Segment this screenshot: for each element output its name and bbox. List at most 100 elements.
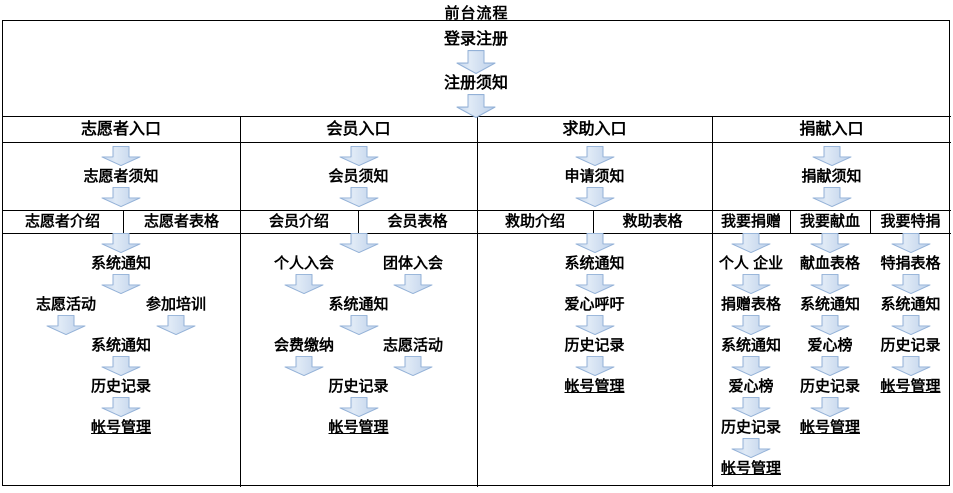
tab-rescue-form: 救助表格 [622,213,683,230]
down-arrow-icon [810,356,850,376]
branch-right: 志愿活动 [369,335,457,376]
branch-left: 志愿活动 [22,294,110,335]
down-arrow-icon [575,315,615,335]
branch-row: 个人入会 团体入会 [240,253,477,294]
flow-node-fee-payment: 会费缴纳 [273,337,334,354]
flow-node-personal-join: 个人入会 [273,255,334,272]
flow-node-group-join: 团体入会 [382,255,443,272]
branch-right: 团体入会 [369,253,457,294]
branch-left: 会费缴纳 [260,335,348,376]
flow-node-system-notify: 系统通知 [328,296,389,313]
flow-node-account: 帐号管理 [90,419,151,436]
flow-node-system-notify: 系统通知 [564,255,625,272]
notice-flow-help: 申请须知 [477,143,712,207]
flow-node-history: 历史记录 [90,378,151,395]
flow-node-login-register: 登录注册 [443,31,508,48]
flow-node-system-notify: 系统通知 [90,255,151,272]
flow-node-history: 历史记录 [720,419,781,436]
grid-line-v1 [240,116,241,487]
down-arrow-icon [101,233,141,253]
entry-header-donation: 捐献入口 [799,121,864,138]
down-arrow-icon [810,274,850,294]
tab-volunteer-intro: 志愿者介绍 [24,213,100,230]
down-arrow-icon [339,146,379,166]
down-arrow-icon [891,233,931,253]
flow-node-volunteer-activity: 志愿活动 [382,337,443,354]
grid-line-v3 [712,116,713,487]
down-arrow-icon [891,315,931,335]
grid-line-h2 [2,142,951,143]
tab-volunteer-form: 志愿者表格 [143,213,219,230]
entry-header-volunteer: 志愿者入口 [80,121,161,138]
grid-line-sub5 [870,210,871,233]
flow-node-account: 帐号管理 [880,378,941,395]
branch-row: 会费缴纳 志愿活动 [240,335,477,376]
down-arrow-icon [101,146,141,166]
flow-node-volunteer-notice: 志愿者须知 [83,168,159,185]
down-arrow-icon [339,233,379,253]
down-arrow-icon [575,356,615,376]
flow-node-donation-notice: 捐献须知 [801,168,862,185]
flow-column-volunteer: 系统通知 志愿活动 参加培训 系统通知 历史记录 帐号管理 [2,233,240,438]
flow-node-system-notify: 系统通知 [880,296,941,313]
down-arrow-icon [575,187,615,207]
flow-node-account: 帐号管理 [720,460,781,477]
down-arrow-icon [891,356,931,376]
notice-flow-volunteer: 志愿者须知 [2,143,240,207]
down-arrow-icon [46,315,86,335]
flow-node-apply-notice: 申请须知 [564,168,625,185]
branch-left: 个人入会 [260,253,348,294]
flow-node-love-list: 爱心榜 [728,378,774,395]
down-arrow-icon [101,356,141,376]
down-arrow-icon [731,315,771,335]
flow-node-account: 帐号管理 [564,378,625,395]
down-arrow-icon [810,233,850,253]
down-arrow-icon [812,187,852,207]
down-arrow-icon [810,315,850,335]
grid-line-h3 [2,210,951,211]
flow-node-special-form: 特捐表格 [880,255,941,272]
flow-column-donate-special: 特捐表格 系统通知 历史记录 帐号管理 [870,233,951,397]
flow-column-donate-blood: 献血表格 系统通知 爱心榜 历史记录 帐号管理 [790,233,870,438]
branch-row: 志愿活动 参加培训 [2,294,240,335]
grid-line-sub1 [123,210,124,233]
down-arrow-icon [731,233,771,253]
down-arrow-icon [575,274,615,294]
flow-node-blood-form: 献血表格 [799,255,860,272]
notice-flow-member: 会员须知 [240,143,477,207]
grid-line-h4 [2,233,951,234]
down-arrow-icon [393,274,433,294]
entry-header-member: 会员入口 [326,121,391,138]
flow-node-love-appeal: 爱心呼吁 [564,296,625,313]
down-arrow-icon [731,274,771,294]
flow-node-system-notify: 系统通知 [720,337,781,354]
flow-column-help: 系统通知 爱心呼吁 历史记录 帐号管理 [477,233,712,397]
flow-node-love-list: 爱心榜 [807,337,853,354]
tab-i-want-donate: 我要捐赠 [720,213,781,230]
flow-column-donate-gift: 个人 企业 捐赠表格 系统通知 爱心榜 历史记录 帐号管理 [712,233,790,479]
down-arrow-icon [284,356,324,376]
flow-node-account: 帐号管理 [799,419,860,436]
notice-flow-donation: 捐献须知 [712,143,951,207]
branch-right: 参加培训 [132,294,220,335]
down-arrow-icon [339,315,379,335]
down-arrow-icon [731,356,771,376]
flow-node-account: 帐号管理 [328,419,389,436]
down-arrow-icon [156,315,196,335]
flow-node-join-training: 参加培训 [145,296,206,313]
tab-member-form: 会员表格 [387,213,448,230]
down-arrow-icon [891,274,931,294]
tab-member-intro: 会员介绍 [268,213,329,230]
down-arrow-icon [456,50,496,74]
down-arrow-icon [812,146,852,166]
flow-node-system-notify: 系统通知 [799,296,860,313]
page-title: 前台流程 [444,5,509,22]
grid-line-sub4 [790,210,791,233]
grid-line-sub3 [593,210,594,233]
down-arrow-icon [339,187,379,207]
grid-line-v2 [477,116,478,487]
down-arrow-icon [393,356,433,376]
flow-node-history: 历史记录 [564,337,625,354]
down-arrow-icon [456,94,496,118]
